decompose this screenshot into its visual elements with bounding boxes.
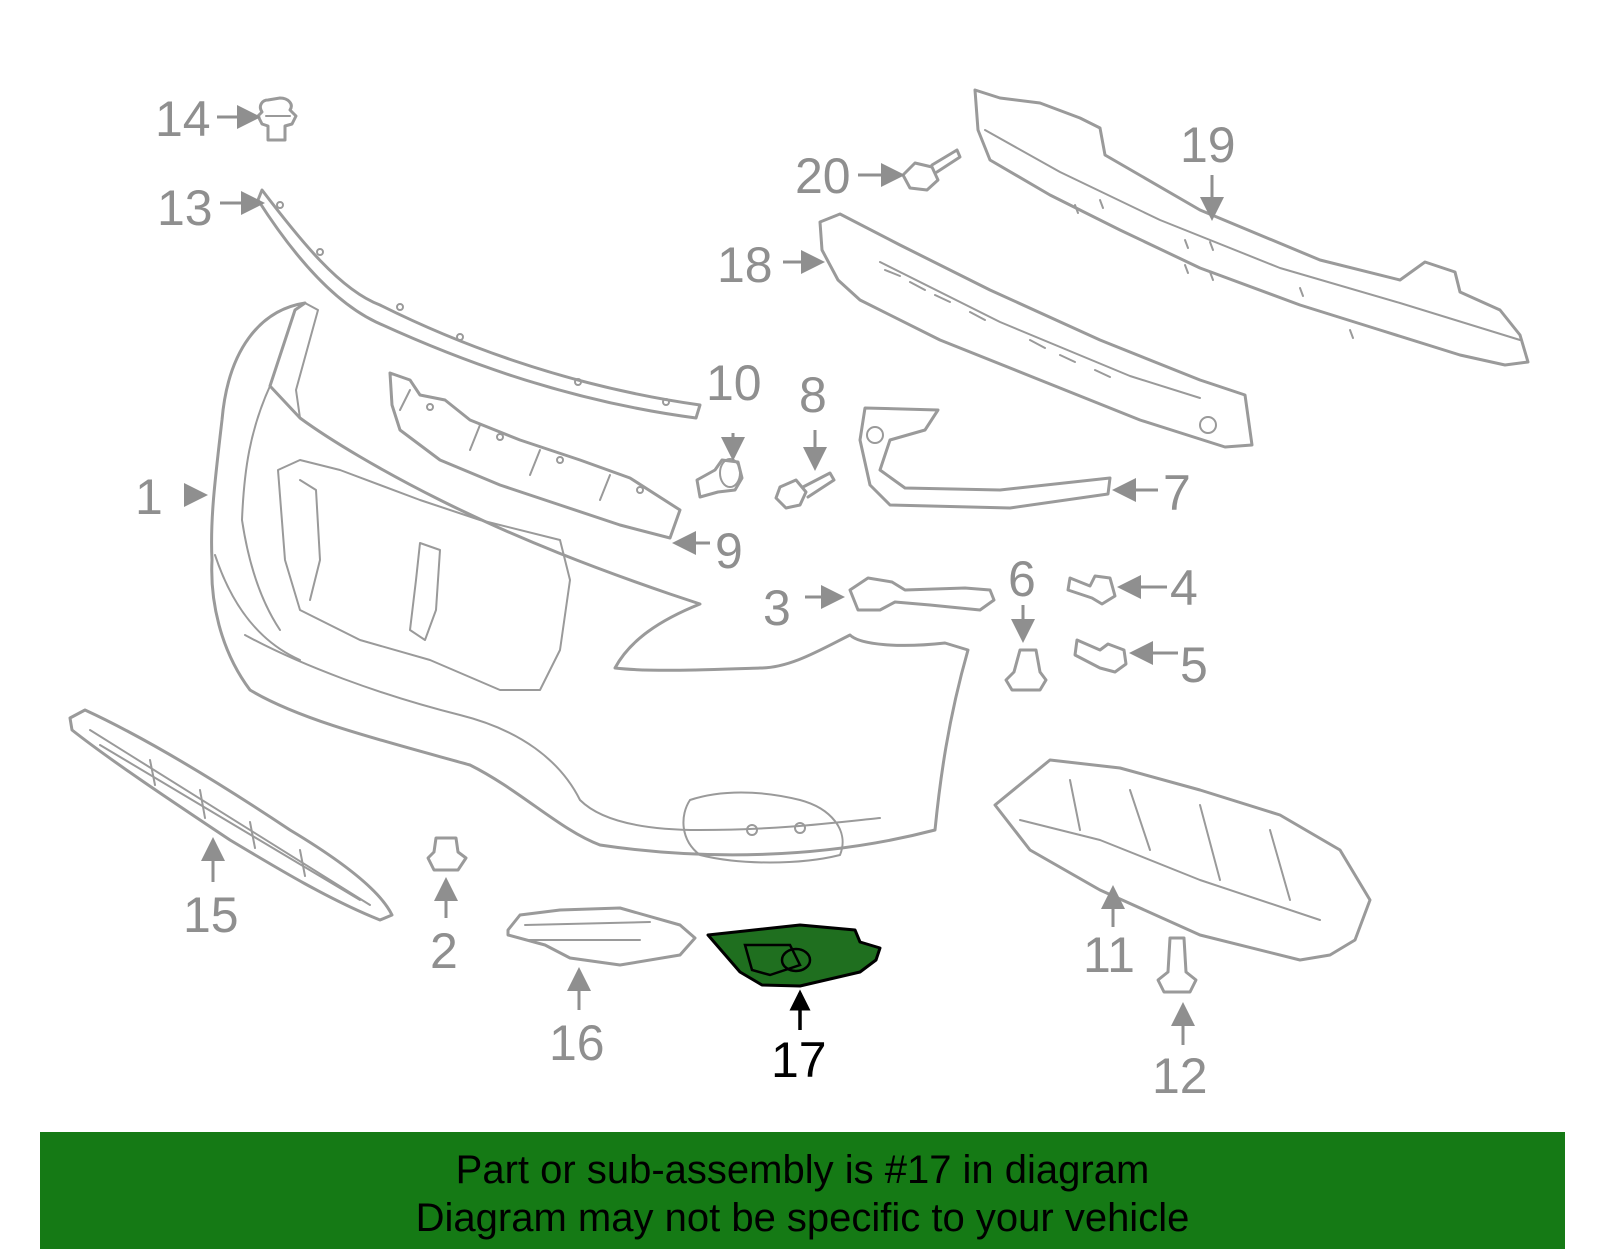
callout-15: 15 — [183, 887, 239, 943]
callout-9: 9 — [715, 523, 743, 579]
callout-6: 6 — [1008, 551, 1036, 607]
callout-4: 4 — [1170, 560, 1198, 616]
callout-1: 1 — [135, 469, 163, 525]
info-banner: Part or sub-assembly is #17 in diagram D… — [40, 1132, 1565, 1249]
callout-13: 13 — [157, 180, 213, 236]
callout-17: 17 — [771, 1032, 827, 1088]
part-19-reinforcement — [973, 88, 1530, 367]
part-17-highlighted — [706, 923, 882, 988]
part-1-bumper-cover — [210, 301, 970, 864]
callout-20: 20 — [795, 148, 851, 204]
part-5-bolt — [1073, 638, 1128, 674]
callout-18: 18 — [717, 237, 773, 293]
callout-5: 5 — [1180, 637, 1208, 693]
callout-10: 10 — [706, 355, 762, 411]
banner-line-1: Part or sub-assembly is #17 in diagram — [455, 1148, 1150, 1192]
part-14-clip — [256, 96, 298, 142]
callout-16: 16 — [549, 1015, 605, 1071]
part-13-upper-strip — [256, 188, 702, 420]
part-16-cover — [506, 906, 697, 967]
part-2-clip — [426, 836, 468, 872]
callout-8: 8 — [799, 367, 827, 423]
callout-12: 12 — [1152, 1048, 1208, 1104]
part-4-screw — [1066, 574, 1117, 606]
part-12-bolt — [1156, 936, 1198, 994]
part-18-absorber — [818, 212, 1254, 449]
part-15-grille — [68, 708, 394, 922]
callout-11: 11 — [1083, 927, 1135, 983]
part-10-screw — [695, 458, 744, 499]
banner-line-2: Diagram may not be specific to your vehi… — [415, 1196, 1190, 1240]
callout-3: 3 — [763, 580, 791, 636]
callout-arrows — [184, 105, 1224, 1045]
part-9-bracket — [388, 371, 682, 540]
part-3-bracket — [848, 576, 996, 612]
callout-2: 2 — [430, 923, 458, 979]
callout-labels: 1 2 3 4 5 6 7 8 9 10 11 12 13 14 15 16 1… — [135, 91, 1236, 1104]
part-7-side-bracket — [858, 406, 1112, 510]
part-11-undercover — [993, 758, 1372, 962]
callout-7: 7 — [1163, 465, 1191, 521]
part-6-clip — [1004, 648, 1048, 692]
part-20-bolt — [901, 148, 962, 192]
part-8-bolt — [774, 471, 836, 510]
callout-19: 19 — [1180, 117, 1236, 173]
callout-14: 14 — [155, 91, 211, 147]
